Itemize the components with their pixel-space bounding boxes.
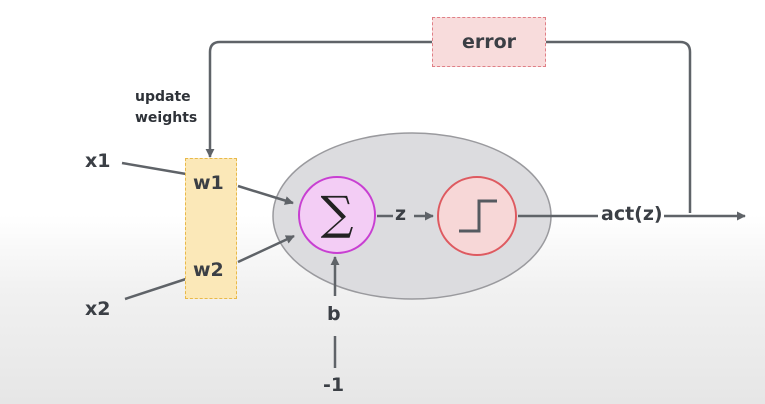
update-weights-label-line2: weights <box>135 110 198 126</box>
bias-label: b <box>327 303 341 325</box>
update-weights-label-line1: update <box>135 89 191 105</box>
bias-input-label: -1 <box>323 374 345 396</box>
feedback-loop-line <box>210 40 692 213</box>
summation-node: ∑ <box>298 176 376 254</box>
w2-arrow <box>237 234 295 264</box>
weights-box <box>185 158 237 299</box>
step-function-icon <box>459 199 497 233</box>
output-label: act(z) <box>601 203 663 225</box>
w1-label: w1 <box>193 172 224 194</box>
w1-arrow <box>237 184 294 205</box>
x1-label: x1 <box>85 150 111 172</box>
w2-label: w2 <box>193 259 224 281</box>
x2-label: x2 <box>85 298 111 320</box>
x1-line <box>121 161 193 177</box>
step-activation-node <box>437 176 517 256</box>
error-label: error <box>461 31 517 53</box>
x2-line <box>124 275 193 301</box>
sigma-icon: ∑ <box>320 186 354 240</box>
error-box: error <box>432 17 546 67</box>
z-label: z <box>395 203 407 225</box>
